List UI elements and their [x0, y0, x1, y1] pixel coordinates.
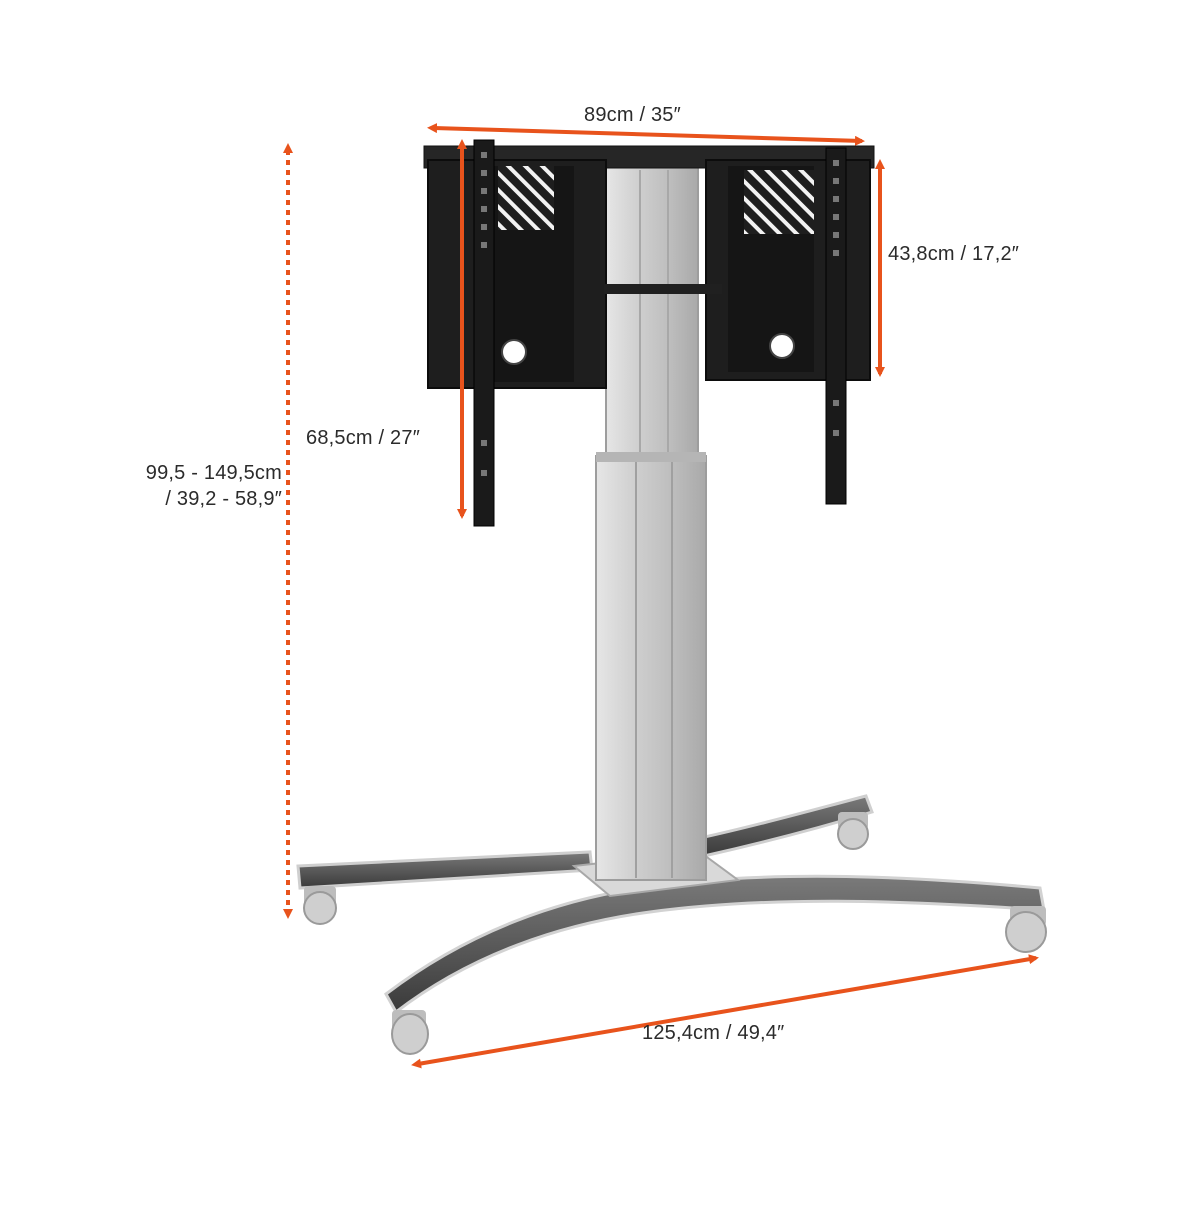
- castor-back-right: [837, 812, 869, 850]
- dimension-label-width: 89cm / 35″: [584, 104, 681, 126]
- dimension-arrow-base: [411, 954, 1039, 1069]
- castor-front-right: [1005, 906, 1047, 953]
- dimension-lines: [283, 123, 1039, 1069]
- castor-back-left: [303, 886, 337, 925]
- dimension-label-height-imperial: / 39,2 - 58,9″: [165, 488, 282, 510]
- dimension-label-bracket-drop: 68,5cm / 27″: [306, 427, 420, 449]
- dimension-arrow-width: [427, 123, 865, 146]
- dimension-label-depth: 43,8cm / 17,2″: [888, 243, 1020, 265]
- dimension-label-base-width: 125,4cm / 49,4″: [642, 1022, 785, 1044]
- bracket-left: [473, 139, 495, 527]
- left-panel: [427, 159, 607, 389]
- column-upper: [605, 165, 699, 461]
- lift-column: [595, 165, 707, 881]
- foot-back-right: [698, 794, 874, 858]
- foot-front-curved: [384, 874, 1046, 1015]
- vesa-mount: [423, 139, 875, 527]
- foot-back-left: [296, 850, 594, 890]
- column-lower: [595, 455, 707, 881]
- castor-front-left: [391, 1010, 429, 1055]
- bracket-right: [825, 147, 847, 505]
- dimension-label-height-metric: 99,5 - 149,5cm: [145, 462, 282, 484]
- castors: [303, 812, 1047, 1055]
